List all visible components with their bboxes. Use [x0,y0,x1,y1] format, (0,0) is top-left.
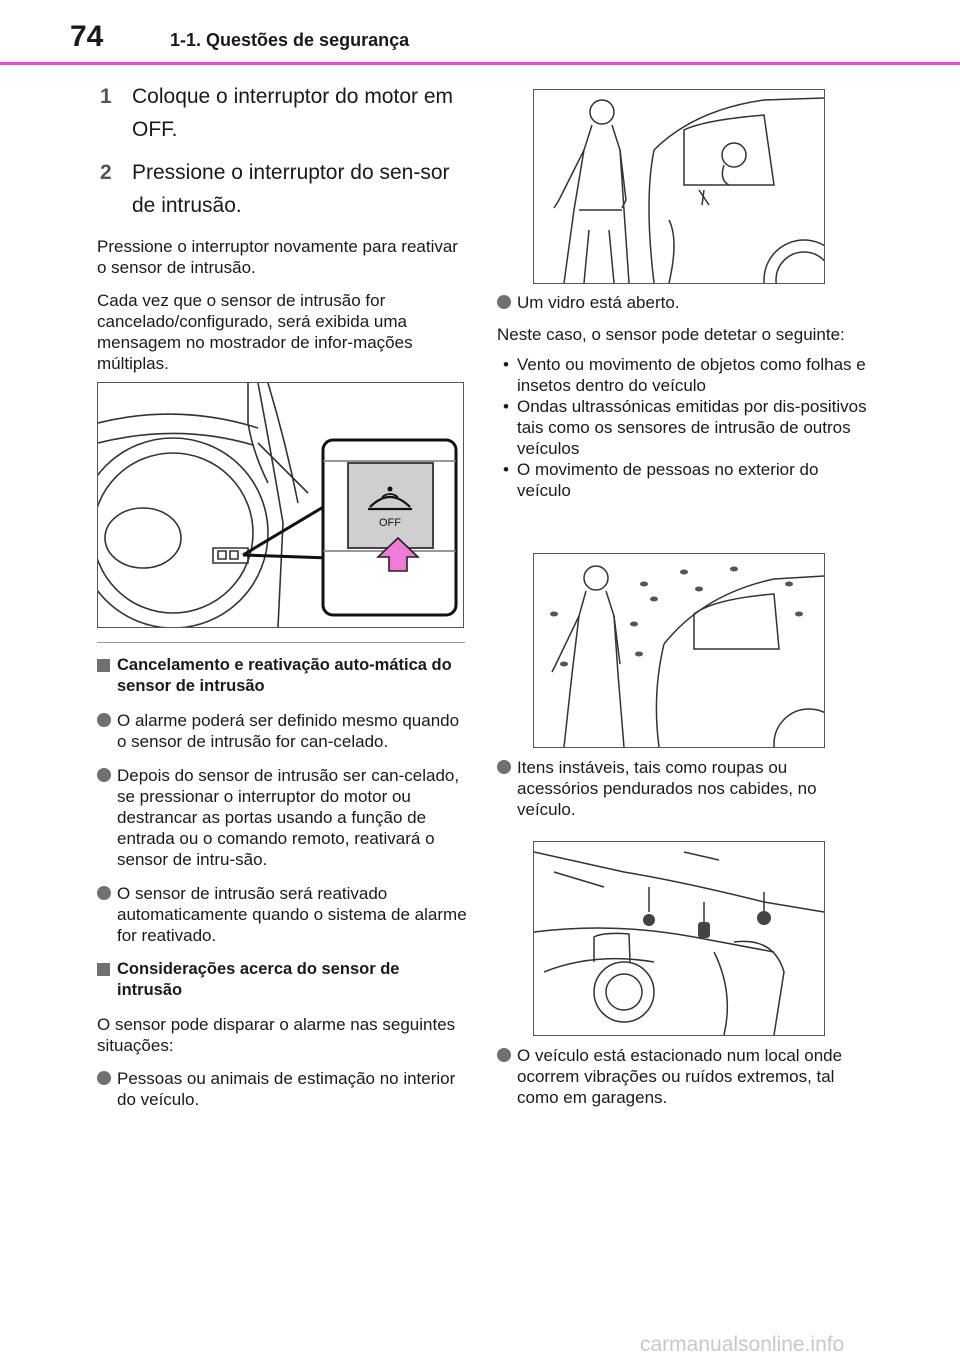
paragraph: Neste caso, o sensor pode detetar o segu… [497,325,845,344]
bullet-dot-icon [97,713,111,727]
subsection-heading: Considerações acerca do sensor de intrus… [97,959,467,1001]
person-dog-car-illustration [553,97,824,283]
list-item: O alarme poderá ser definido mesmo quand… [97,710,467,752]
header-rule [0,62,960,65]
bullet-dot-icon [97,886,111,900]
step-text: Pressione o interruptor do sen-sor de in… [132,161,450,217]
list-item: O veículo está estacionado num local ond… [497,1045,867,1108]
section-divider [97,642,465,643]
figure-leaves-window [533,553,825,748]
dash-bullet: • [503,460,509,479]
figure-hanging-items [533,841,825,1036]
dash-bullet: • [503,397,509,416]
list-item: Itens instáveis, tais como roupas ou ace… [497,757,867,820]
list-item: Um vidro está aberto. [497,292,867,313]
paragraph: O sensor pode disparar o alarme nas segu… [97,1015,456,1055]
square-bullet-icon [97,963,110,976]
dash-bullet: • [503,355,509,374]
step-text: Coloque o interruptor do motor em OFF. [132,85,453,141]
paragraph: Pressione o interruptor novamente para r… [97,237,458,277]
page-number: 74 [70,20,104,53]
car-interior-illustration [534,851,824,1035]
right-column-bottom: O veículo está estacionado num local ond… [497,1045,867,1121]
list-item: Pessoas ou animais de estimação no inter… [97,1068,467,1110]
step-number: 2 [100,161,112,184]
right-column: Um vidro está aberto. Neste caso, o sens… [497,292,867,501]
left-column: 1 Coloque o interruptor do motor em OFF.… [97,80,467,386]
section-title: 1-1. Questões de segurança [170,30,410,50]
bullet-dot-icon [497,295,511,309]
square-bullet-icon [97,659,110,672]
right-column-mid: Itens instáveis, tais como roupas ou ace… [497,757,867,833]
figure-dashboard-switch: OFF [97,382,464,628]
page-header: 74 1-1. Questões de segurança [0,0,960,70]
figure-open-window [533,89,825,284]
dash-item: • Ondas ultrassónicas emitidas por dis-p… [503,397,867,458]
bullet-dot-icon [497,1048,511,1062]
list-item: O sensor de intrusão será reativado auto… [97,883,467,946]
bullet-dot-icon [97,1071,111,1085]
person-leaves-car-illustration [550,565,824,747]
list-item: Depois do sensor de intrusão ser can-cel… [97,765,467,870]
step-1: 1 Coloque o interruptor do motor em OFF. [97,80,477,146]
left-column-lower: Cancelamento e reativação auto-mática do… [97,655,467,1123]
dashboard-illustration: OFF [98,383,458,627]
dash-item: • O movimento de pessoas no exterior do … [503,460,819,500]
paragraph: Cada vez que o sensor de intrusão for ca… [97,291,413,373]
step-2: 2 Pressione o interruptor do sen-sor de … [97,156,477,222]
watermark: carmanualsonline.info [640,1333,845,1356]
bullet-dot-icon [97,768,111,782]
bullet-dot-icon [497,760,511,774]
step-number: 1 [100,85,112,108]
dash-item: • Vento ou movimento de objetos como fol… [503,355,866,395]
subsection-heading: Cancelamento e reativação auto-mática do… [97,655,467,697]
switch-off-label: OFF [379,517,401,529]
